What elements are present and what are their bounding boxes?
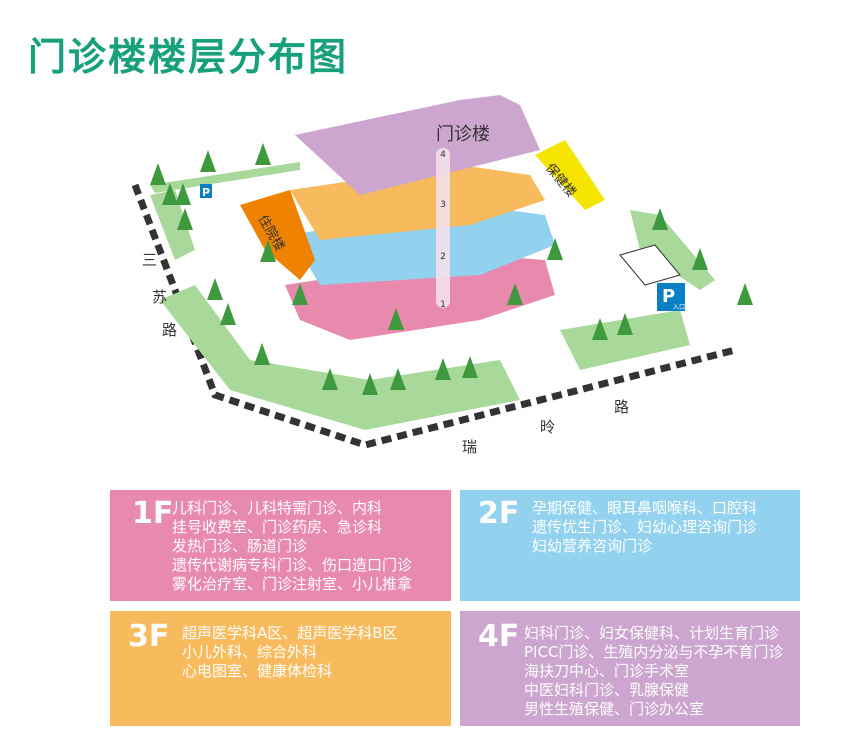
main-building-label: 门诊楼 (436, 124, 490, 145)
department-line: 遗传代谢病专科门诊、伤口造口门诊 (172, 556, 413, 574)
department-line: 雾化治疗室、门诊注射室、小儿推拿 (172, 575, 413, 593)
floor-label: 2F (478, 496, 520, 531)
floor-1-departments: 儿科门诊、儿科特需门诊、内科 挂号收费室、门诊药房、急诊科 发热门诊、肠道门诊 … (172, 499, 412, 594)
tree-icon (692, 248, 708, 270)
parking-entrance-icon (657, 283, 685, 311)
tree-icon (255, 143, 271, 165)
tree-icon (292, 283, 308, 305)
tree-icon (260, 240, 276, 262)
department-line: 男性生殖保健、门诊办公室 (524, 700, 705, 718)
department-line: 超声医学科A区、超声医学科B区 (182, 624, 398, 642)
tree-icon (220, 303, 236, 325)
parking-garage-entrance (619, 244, 681, 286)
department-line: 发热门诊、肠道门诊 (172, 537, 308, 555)
campus-map: 门诊楼 保健楼 住院楼 1 2 3 4 三 苏 路 瑞 昤 路 P P 入口 (131, 95, 753, 456)
tree-icon (162, 183, 178, 205)
department-line: 孕期保健、眼耳鼻咽喉科、口腔科 (532, 499, 758, 517)
road-left-char: 路 (162, 321, 177, 339)
tree-icon (207, 278, 223, 300)
department-line: 遗传优生门诊、妇幼心理咨询门诊 (532, 518, 758, 536)
floor-marker-2: 2 (440, 252, 446, 262)
department-line: 挂号收费室、门诊药房、急诊科 (172, 518, 383, 536)
tree-icon (200, 150, 216, 172)
tree-icon (547, 238, 563, 260)
tree-icon (150, 163, 166, 185)
department-line: 妇幼营养咨询门诊 (532, 537, 653, 555)
floor-4-box: 4F 妇科门诊、妇女保健科、计划生育门诊 PICC门诊、生殖内分泌与不孕不育门诊… (460, 611, 800, 726)
tree-icon (390, 368, 406, 390)
road-left-char: 苏 (152, 288, 167, 306)
floor-2-departments: 孕期保健、眼耳鼻咽喉科、口腔科 遗传优生门诊、妇幼心理咨询门诊 妇幼营养咨询门诊 (532, 499, 757, 556)
page-title: 门诊楼楼层分布图 (28, 35, 349, 79)
health-building (535, 140, 605, 210)
tree-icon (254, 343, 270, 365)
inpatient-building (240, 190, 315, 280)
floor-4-slab (295, 95, 540, 195)
department-line: 小儿外科、综合外科 (182, 643, 318, 661)
tree-icon (617, 313, 633, 335)
road-bottom-char: 路 (614, 398, 629, 416)
parking-icon (200, 184, 212, 198)
floor-label: 3F (128, 619, 170, 654)
parking-label: P (202, 186, 210, 199)
road-bottom-char: 昤 (540, 418, 555, 436)
tree-icon (177, 208, 193, 230)
elevator-column (436, 148, 450, 308)
green-area (150, 162, 300, 193)
tree-icon (592, 318, 608, 340)
floor-marker-1: 1 (440, 300, 446, 310)
department-line: PICC门诊、生殖内分泌与不孕不育门诊 (524, 643, 784, 661)
green-area (150, 190, 195, 260)
road-border-left (131, 183, 736, 449)
tree-icon (435, 358, 451, 380)
tree-icon (507, 283, 523, 305)
road-left-char: 三 (142, 251, 157, 269)
tree-icon (462, 356, 478, 378)
green-area (560, 310, 690, 370)
floor-label: 4F (478, 619, 520, 654)
floor-1-box: 1F 儿科门诊、儿科特需门诊、内科 挂号收费室、门诊药房、急诊科 发热门诊、肠道… (110, 490, 451, 601)
floor-marker-4: 4 (440, 150, 446, 160)
parking-label: P (662, 286, 675, 307)
floor-3-departments: 超声医学科A区、超声医学科B区 小儿外科、综合外科 心电图室、健康体检科 (182, 624, 398, 681)
tree-icon (652, 208, 668, 230)
road-bottom-char: 瑞 (462, 438, 477, 456)
department-line: 妇科门诊、妇女保健科、计划生育门诊 (524, 624, 780, 642)
floor-label: 1F (132, 496, 174, 531)
department-line: 海扶刀中心、门诊手术室 (524, 662, 690, 680)
floor-4-departments: 妇科门诊、妇女保健科、计划生育门诊 PICC门诊、生殖内分泌与不孕不育门诊 海扶… (524, 624, 783, 719)
tree-icon (388, 308, 404, 330)
green-area (160, 285, 520, 430)
tree-icon (362, 373, 378, 395)
floor-marker-3: 3 (440, 200, 446, 210)
department-line: 心电图室、健康体检科 (182, 662, 333, 680)
department-line: 儿科门诊、儿科特需门诊、内科 (172, 499, 383, 517)
tree-icon (175, 183, 191, 205)
department-line: 中医妇科门诊、乳腺保健 (524, 681, 690, 699)
tree-icon (737, 283, 753, 305)
floor-2-box: 2F 孕期保健、眼耳鼻咽喉科、口腔科 遗传优生门诊、妇幼心理咨询门诊 妇幼营养咨… (460, 490, 800, 601)
tree-icon (322, 368, 338, 390)
floor-3-box: 3F 超声医学科A区、超声医学科B区 小儿外科、综合外科 心电图室、健康体检科 (110, 611, 451, 726)
entrance-label: 入口 (673, 304, 685, 311)
